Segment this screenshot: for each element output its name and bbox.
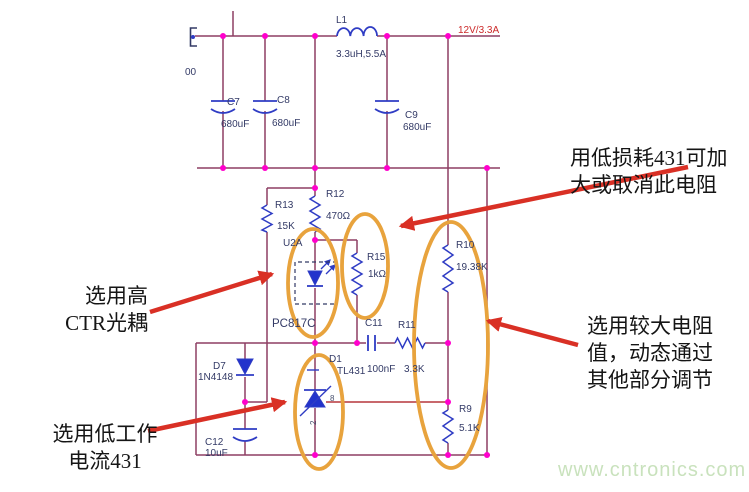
junction-dots <box>220 33 490 458</box>
label-d1-ref: D1 <box>329 354 342 365</box>
opto-dashed-box <box>294 261 337 305</box>
label-c9-value: 680uF <box>403 122 431 133</box>
cap-c11-symbol <box>367 335 376 351</box>
label-d1-value: TL431 <box>337 366 366 377</box>
label-c8-ref: C8 <box>277 95 290 106</box>
label-r15-value: 1kΩ <box>368 269 387 280</box>
label-r13-value: 15K <box>277 221 295 232</box>
cap-c9-symbol <box>374 100 400 114</box>
label-r12-ref: R12 <box>326 189 345 200</box>
annotation-large-resistor: 选用较大电阻 值，动态通过 其他部分调节 <box>587 313 749 394</box>
label-c9-ref: C9 <box>405 110 418 121</box>
label-r15-ref: R15 <box>367 252 386 263</box>
annotation-line: 电流431 <box>68 449 142 473</box>
res-r11-symbol <box>394 336 426 350</box>
label-l1-ref: L1 <box>336 15 348 26</box>
label-c7-value: 680uF <box>221 119 249 130</box>
label-u2a-ref: U2A <box>283 238 303 249</box>
cap-c8-symbol <box>252 100 278 114</box>
annotation-line: 其他部分调节 <box>587 368 713 392</box>
label-c12-value: 10uF <box>205 448 228 459</box>
res-r10-symbol <box>441 244 455 293</box>
arrow-to-tl431 <box>147 397 288 434</box>
highlight-ellipses <box>286 212 490 471</box>
annotation-line: 值，动态通过 <box>587 341 713 365</box>
net-label-partial: 00 <box>185 67 197 78</box>
label-d7-ref: D7 <box>213 361 226 372</box>
annotation-line: 大或取消此电阻 <box>570 173 717 197</box>
opto-led-symbol <box>307 270 323 287</box>
label-r11-value: 3.3K <box>404 364 425 375</box>
label-r10-value: 19.38K <box>456 262 488 273</box>
label-c11-value: 100nF <box>367 364 395 375</box>
res-r15-symbol <box>350 252 364 296</box>
arrow-to-r15 <box>398 164 689 231</box>
annotation-line: 选用低工作 <box>52 422 158 446</box>
annotation-line: 选用较大电阻 <box>587 314 713 338</box>
annotation-arrows <box>147 164 689 434</box>
arrow-to-optocoupler <box>149 270 275 315</box>
watermark: www.cntronics.com <box>558 459 747 481</box>
annotation-high-ctr: 选用高 CTR光耦 <box>20 283 148 337</box>
annotation-line: 选用高 <box>85 284 148 308</box>
annotation-line: CTR光耦 <box>65 311 148 335</box>
label-c11-ref: C11 <box>365 318 383 329</box>
res-r13-symbol <box>260 204 274 233</box>
highlight-r15 <box>340 212 390 320</box>
diode-d7-symbol <box>236 358 254 376</box>
res-r12-symbol <box>308 195 322 233</box>
highlight-optocoupler <box>286 227 340 339</box>
schematic-labels: 12V/3.3A 00 L1 3.3uH,5.5A C7 680uF C8 68… <box>185 15 499 459</box>
net-label-vout: 12V/3.3A <box>458 25 499 36</box>
cap-c7-symbol <box>210 100 236 114</box>
annotation-low-loss-431: 用低损耗431可加 大或取消此电阻 <box>570 145 749 199</box>
annotation-line: 用低损耗431可加 <box>570 146 728 170</box>
res-r9-symbol <box>441 409 455 444</box>
label-tl431-pin8: 8 <box>330 394 335 403</box>
cap-c12-symbol <box>232 428 258 442</box>
arrow-to-r10-r9 <box>485 316 579 348</box>
label-u2a-value: PC817C <box>272 318 315 330</box>
label-r10-ref: R10 <box>456 240 475 251</box>
label-r9-ref: R9 <box>459 404 472 415</box>
label-r9-value: 5.1K <box>459 423 480 434</box>
label-tl431-pin2: 2 <box>309 420 318 425</box>
label-r11-ref: R11 <box>398 320 416 331</box>
inductor-l1-symbol <box>336 26 378 37</box>
label-c7-ref: C7 <box>227 97 240 108</box>
label-c8-value: 680uF <box>272 118 300 129</box>
highlight-tl431 <box>293 353 345 471</box>
label-l1-value: 3.3uH,5.5A <box>336 49 386 60</box>
connector-bracket <box>189 27 197 47</box>
label-r12-value: 470Ω <box>326 211 351 222</box>
annotation-low-current-431: 选用低工作 电流431 <box>30 421 180 475</box>
highlight-r10-r9 <box>412 220 490 470</box>
label-d7-value: 1N4148 <box>198 372 233 383</box>
label-r13-ref: R13 <box>275 200 294 211</box>
component-symbols <box>210 26 455 444</box>
wires <box>195 11 500 456</box>
label-c12-ref: C12 <box>205 437 224 448</box>
